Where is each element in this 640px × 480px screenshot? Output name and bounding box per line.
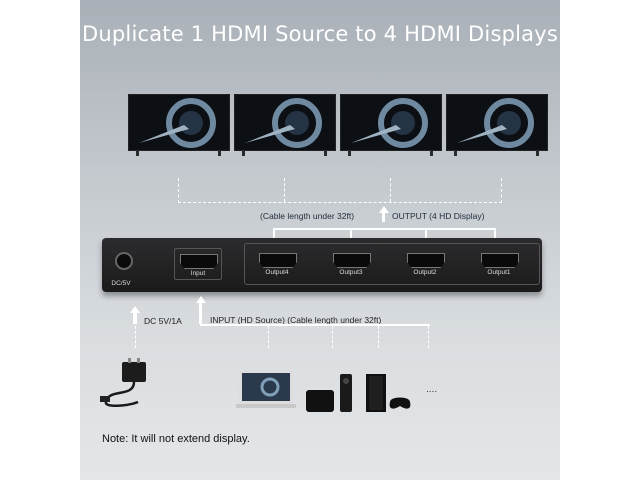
tv-connector-dashed [284,178,285,202]
dc-jack [110,250,136,272]
output-label: OUTPUT (4 HD Display) [392,211,485,221]
footer-note: Note: It will not extend display. [102,433,250,445]
product-illustration: Duplicate 1 HDMI Source to 4 HDMI Displa… [80,0,560,480]
port-label: Output3 [339,269,363,276]
tv-display [340,94,442,156]
streaming-box-icon [306,374,352,412]
more-sources-ellipsis: .... [426,384,438,395]
output-cable-label: (Cable length under 32ft) [260,211,355,221]
port-label: DC/5V [111,280,131,287]
port-label: Output2 [413,269,437,276]
tv-display [128,94,230,156]
output-bracket-line [273,228,496,246]
tv-connector-dashed [178,178,502,203]
hdmi-splitter-device: DC/5V Input Output4 Output3 Output2 Outp… [102,238,542,292]
port-label: Output1 [487,269,511,276]
output-port: Output3 [328,248,374,278]
tv-display [234,94,336,156]
tv-display [446,94,548,156]
input-connector-line [200,324,430,326]
laptop-icon [236,370,296,408]
tv-connector-dashed [390,178,391,202]
port-label: Output4 [265,269,289,276]
output-port: Output1 [476,248,522,278]
output-port: Output4 [254,248,300,278]
input-port: Input [174,248,222,280]
dc-label: DC 5V/1A [144,316,182,326]
arrow-up-icon [130,306,140,313]
game-console-icon [366,374,411,412]
arrow-up-icon [196,296,206,303]
banner-title: Duplicate 1 HDMI Source to 4 HDMI Displa… [82,22,558,46]
arrow-up-icon [379,206,389,213]
power-adapter-icon [100,358,146,407]
input-label: INPUT (HD Source) (Cable length under 32… [210,315,382,325]
output-port: Output2 [402,248,448,278]
port-label: Input [190,270,206,277]
